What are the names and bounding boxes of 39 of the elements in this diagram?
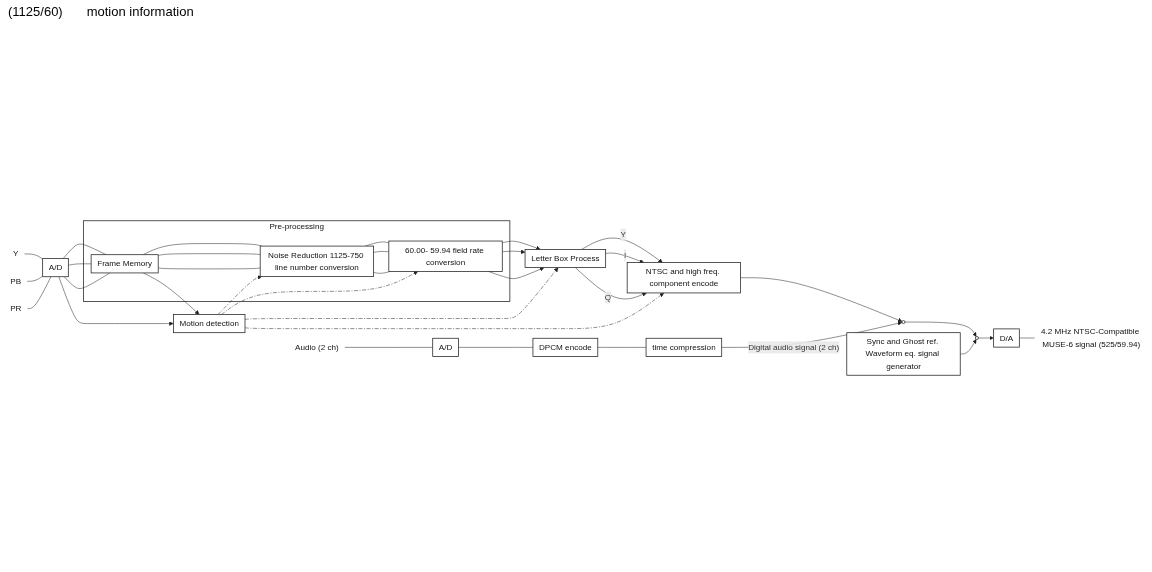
node-box: Frame Memory [90,254,159,274]
connector [62,243,107,259]
node-box: Sync and Ghost ref. Waveform eq. signal generator [846,332,961,376]
node-box: 60.00- 59.94 field rate conversion [388,240,503,272]
node-text: Y [13,249,19,258]
node-box: NTSC and high freq. component encode [626,262,741,294]
node-box: A/D [432,337,459,357]
edge-label: Q [604,292,611,302]
connector [1019,337,1035,339]
connector [373,271,391,274]
connector [458,347,534,348]
connector [597,347,647,348]
edge-label: Digital audio signal (2 ch) [748,342,840,352]
connector [344,347,433,348]
node-text: PB [10,276,22,286]
connector [157,253,261,256]
node-box: Letter Box Process [524,249,607,268]
node-box: D/A [993,328,1020,348]
node-text: Audio (2 ch) [295,342,339,352]
node-text: PR [10,304,22,313]
node-box: time compression [645,337,723,357]
connector [63,272,111,289]
edge-label: Y [620,230,626,239]
node-box: Noise Reduction 1125-750 line number conversion [259,245,374,277]
node-box: A/D [42,258,69,278]
connector [157,267,261,270]
connector [373,251,390,253]
node-text: 4.2 MHz NTSC-Compatible MUSE-6 signal (525/59.94) [1041,327,1141,349]
connector [68,263,92,266]
note-text: motion information [86,4,194,19]
connector [27,275,43,282]
node-circle [901,320,906,324]
node-circle [975,336,979,340]
edge-label: I [623,250,627,260]
node-box: Motion detection [173,314,246,334]
connector [27,276,52,309]
note-text: (1125/60) [8,4,63,19]
node-box: DPCM encode [532,337,599,357]
connector [24,253,43,260]
